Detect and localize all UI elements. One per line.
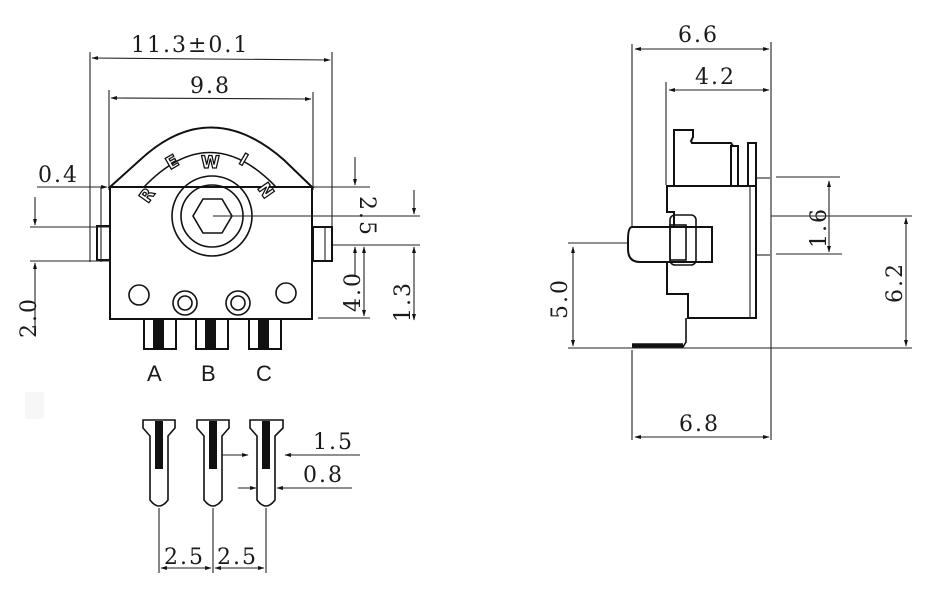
dim-shaft-center-offset: 2.5 [354, 196, 379, 237]
dim-mount-tab: 0.4 [38, 163, 79, 188]
side-view: 6.6 4.2 5.0 1.6 6.2 [548, 23, 912, 440]
dim-shaft-height: 5.0 [548, 278, 573, 319]
dim-tab-to-bottom: 4.0 [341, 271, 366, 312]
dim-overall-width: 11.3±0.1 [131, 33, 249, 58]
pin-label-b: B [201, 361, 216, 386]
dim-body-width: 9.8 [190, 74, 231, 99]
dim-line-overall-width [91, 56, 331, 62]
dim-tab-width: 1.3 [391, 281, 416, 322]
pin-label-c: C [256, 361, 272, 386]
dim-line-body-width [110, 96, 312, 101]
terminal-b [195, 318, 229, 350]
pin-detail-c [249, 419, 284, 573]
pin-detail-a [142, 419, 176, 573]
front-view: 11.3±0.1 9.8 0.4 2.0 R E W I N [17, 33, 420, 419]
dim-pitch-1: 2.5 [164, 545, 205, 570]
dim-overall-depth: 6.6 [678, 23, 719, 48]
mount-hole-right [275, 282, 297, 304]
front-body [109, 186, 313, 320]
dim-pitch-2: 2.5 [217, 545, 258, 570]
dim-side-tab-height: 1.6 [807, 207, 832, 248]
mount-hole-left [128, 284, 150, 306]
terminal-hole-c [225, 290, 251, 316]
pin-detail-b [196, 419, 230, 573]
logo-letter-w: W [201, 153, 220, 173]
dim-tab-height: 2.0 [17, 297, 42, 338]
dim-tab-top-height: 6.2 [883, 262, 908, 303]
dim-body-depth: 4.2 [695, 65, 736, 90]
dim-footprint-depth: 6.8 [679, 412, 720, 437]
dim-pin-head-width: 1.5 [313, 430, 354, 455]
dim-pin-shank-width: 0.8 [303, 463, 344, 488]
brand-logo: R E W I N [135, 149, 278, 207]
terminal-hole-b [172, 290, 198, 316]
side-tab [747, 142, 757, 188]
pin-detail-view: 1.5 0.8 2.5 2.5 [142, 419, 360, 573]
pin-label-a: A [147, 361, 162, 386]
terminal-c [248, 318, 282, 350]
terminal-a [143, 318, 177, 350]
